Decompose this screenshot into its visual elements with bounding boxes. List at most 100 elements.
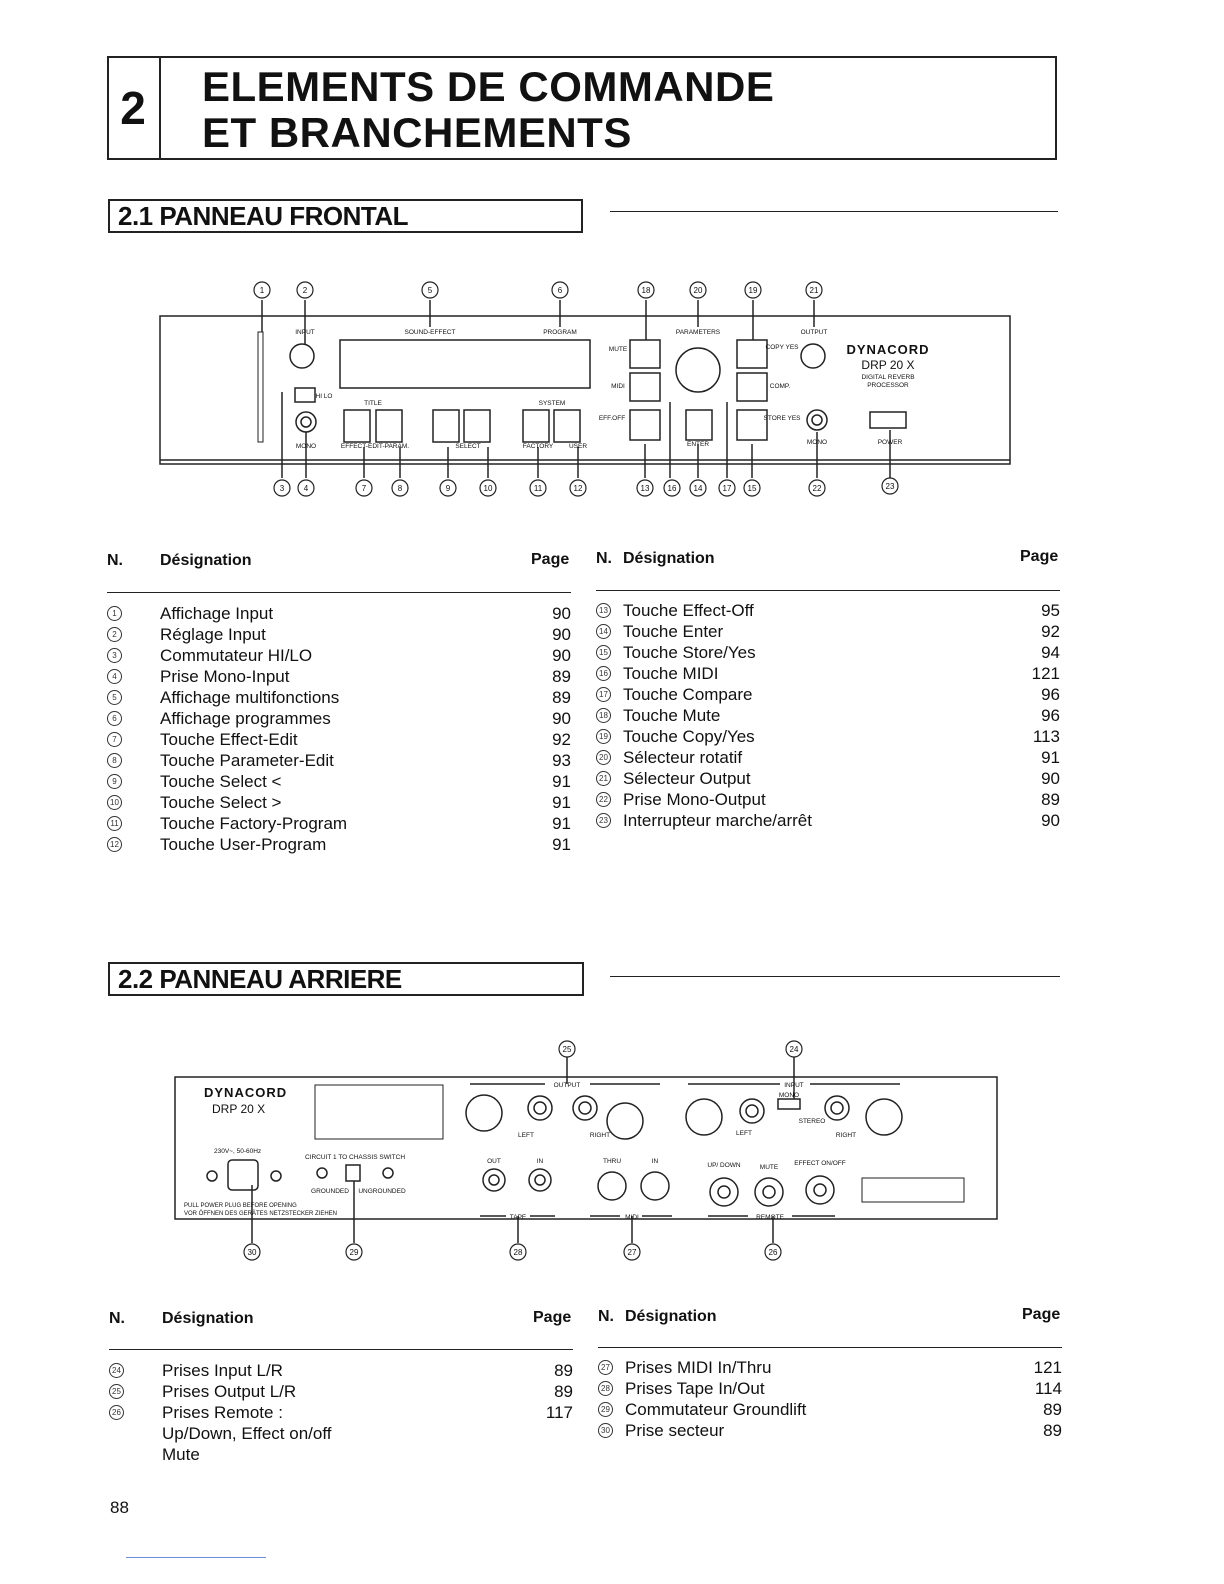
item-label: Touche Copy/Yes xyxy=(623,727,755,746)
svg-text:28: 28 xyxy=(514,1248,523,1257)
front-col-page-right: Page xyxy=(1020,548,1059,565)
item-label: Commutateur Groundlift xyxy=(625,1400,807,1419)
item-page: 89 xyxy=(554,1382,573,1401)
button xyxy=(463,409,491,443)
svg-text:20: 20 xyxy=(694,286,703,295)
item-number: 26 xyxy=(109,1405,124,1420)
svg-text:MONO: MONO xyxy=(779,1092,799,1099)
item-number: 6 xyxy=(107,711,122,726)
table-rule xyxy=(107,592,571,593)
item-label: Prises Input L/R xyxy=(162,1361,283,1380)
svg-text:COPY YES: COPY YES xyxy=(766,344,800,351)
item-page: 89 xyxy=(552,688,571,707)
item-label: Touche Enter xyxy=(623,622,724,641)
rear-col-designation-right: Désignation xyxy=(625,1308,717,1325)
display-window xyxy=(339,339,591,389)
item-label: Prise secteur xyxy=(625,1421,725,1440)
item-number: 25 xyxy=(109,1384,124,1399)
svg-text:COMP.: COMP. xyxy=(770,383,791,390)
list-item: 25 Prises Output L/R 89 xyxy=(109,1381,573,1402)
svg-text:LEFT: LEFT xyxy=(518,1132,534,1139)
svg-text:29: 29 xyxy=(350,1248,359,1257)
item-number: 18 xyxy=(596,708,611,723)
section-title-rear: 2.2 PANNEAU ARRIERE xyxy=(108,962,584,996)
svg-text:SYSTEM: SYSTEM xyxy=(539,400,566,407)
item-number: 20 xyxy=(596,750,611,765)
svg-text:MONO: MONO xyxy=(296,443,316,450)
svg-text:INPUT: INPUT xyxy=(784,1082,804,1089)
front-col-n: N. xyxy=(107,552,123,569)
svg-text:PARAMETERS: PARAMETERS xyxy=(676,329,721,336)
svg-text:17: 17 xyxy=(723,484,732,493)
svg-text:DRP 20 X: DRP 20 X xyxy=(212,1102,265,1116)
mains-socket xyxy=(227,1159,259,1191)
front-panel-outline xyxy=(159,315,1011,465)
item-page: 121 xyxy=(1031,664,1060,683)
power-switch xyxy=(869,411,907,429)
svg-text:TITLE: TITLE xyxy=(364,400,382,407)
svg-text:DIGITAL REVERB: DIGITAL REVERB xyxy=(861,374,914,381)
item-label: Mute xyxy=(162,1445,200,1464)
svg-text:REMOTE: REMOTE xyxy=(756,1214,784,1221)
svg-text:RIGHT: RIGHT xyxy=(590,1132,610,1139)
svg-text:24: 24 xyxy=(790,1045,799,1054)
item-number: 17 xyxy=(596,687,611,702)
item-number: 5 xyxy=(107,690,122,705)
item-page: 89 xyxy=(1041,790,1060,809)
svg-text:14: 14 xyxy=(694,484,703,493)
rotary-selector xyxy=(675,347,721,393)
svg-text:POWER: POWER xyxy=(878,439,903,446)
item-page: 90 xyxy=(552,625,571,644)
diag-input-label: INPUT xyxy=(295,329,315,336)
item-label: Commutateur HI/LO xyxy=(160,646,313,665)
svg-text:230V~, 50-60Hz: 230V~, 50-60Hz xyxy=(214,1148,261,1155)
item-label: Interrupteur marche/arrêt xyxy=(623,811,812,830)
groundlift-switch xyxy=(345,1164,361,1182)
item-page: 89 xyxy=(552,667,571,686)
svg-text:PROGRAM: PROGRAM xyxy=(543,329,577,336)
svg-text:10: 10 xyxy=(484,484,493,493)
item-number: 28 xyxy=(598,1381,613,1396)
rear-col-n-right: N. xyxy=(598,1308,614,1325)
svg-text:5: 5 xyxy=(428,286,433,295)
svg-text:7: 7 xyxy=(362,484,367,493)
svg-text:EFF.OFF: EFF.OFF xyxy=(599,415,625,422)
item-number: 8 xyxy=(107,753,122,768)
svg-text:30: 30 xyxy=(248,1248,257,1257)
item-number: 24 xyxy=(109,1363,124,1378)
item-label: Prises Output L/R xyxy=(162,1382,297,1401)
item-label: Touche User-Program xyxy=(160,835,327,854)
item-label: Touche Select < xyxy=(160,772,282,791)
svg-text:DYNACORD: DYNACORD xyxy=(204,1085,287,1100)
item-page: 95 xyxy=(1041,601,1060,620)
item-number: 3 xyxy=(107,648,122,663)
svg-text:FACTORY: FACTORY xyxy=(523,443,554,450)
input-knob xyxy=(289,343,315,369)
item-label: Touche Parameter-Edit xyxy=(160,751,334,770)
item-number: 10 xyxy=(107,795,122,810)
svg-text:13: 13 xyxy=(641,484,650,493)
item-page: 91 xyxy=(552,772,571,791)
svg-text:GROUNDED: GROUNDED xyxy=(311,1188,349,1195)
item-page: 89 xyxy=(1043,1421,1062,1440)
svg-text:USER: USER xyxy=(569,443,587,450)
svg-text:DRP 20 X: DRP 20 X xyxy=(861,358,914,372)
front-col-n-right: N. xyxy=(596,550,612,567)
item-number: 21 xyxy=(596,771,611,786)
item-page: 121 xyxy=(1033,1358,1062,1377)
item-page: 90 xyxy=(552,604,571,623)
